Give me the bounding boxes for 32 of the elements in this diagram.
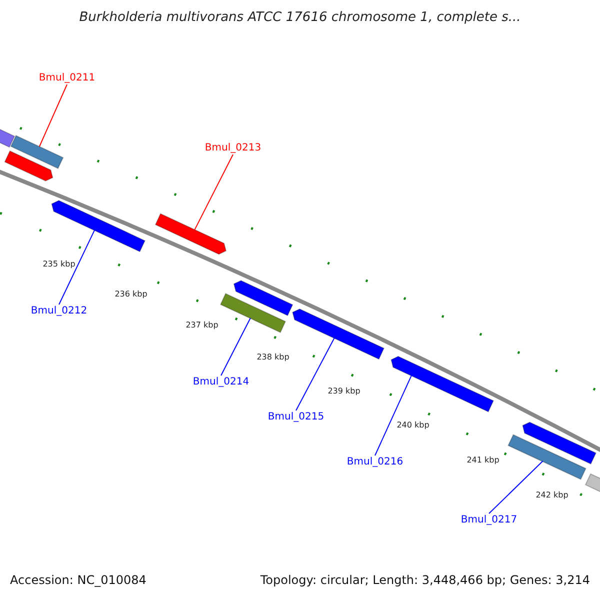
gene-block	[522, 422, 597, 465]
gene-block	[51, 200, 146, 252]
gene-label: Bmul_0217	[460, 514, 518, 526]
gene-label: Bmul_0216	[346, 456, 404, 468]
leader-line	[296, 338, 335, 411]
leader-line	[194, 154, 234, 230]
gene-block	[292, 308, 385, 360]
gene-block	[0, 126, 16, 148]
map-title: Burkholderia multivorans ATCC 17616 chromosome 1, complete s...	[78, 10, 522, 25]
position-label: 236 kbp	[114, 290, 148, 298]
gene-label: Bmul_0215	[266, 410, 326, 424]
leader-line	[488, 460, 544, 514]
gene-block	[508, 434, 586, 480]
accession-text: Accession: NC_010084	[10, 573, 146, 587]
genome-info-text: Topology: circular; Length: 3,448,466 bp; Genes: 3,214	[260, 573, 590, 587]
leader-line	[220, 318, 251, 376]
leader-line	[58, 230, 96, 305]
gene-label: Bmul_0213	[204, 142, 262, 154]
leader-line	[374, 374, 412, 456]
leader-line	[38, 84, 68, 148]
gene-block	[154, 213, 227, 255]
position-label: 242 kbp	[536, 490, 568, 500]
gene-label: Bmul_0211	[38, 72, 96, 84]
gene-block	[390, 356, 494, 412]
gene-label: Bmul_0214	[192, 376, 250, 388]
gene-block	[220, 292, 286, 334]
gene-block	[233, 280, 294, 316]
gene-label: Bmul_0212	[30, 304, 88, 318]
gene-block	[4, 150, 54, 182]
gene-block	[10, 134, 64, 170]
position-label: 239 kbp	[328, 386, 360, 396]
gene-block	[584, 473, 600, 495]
